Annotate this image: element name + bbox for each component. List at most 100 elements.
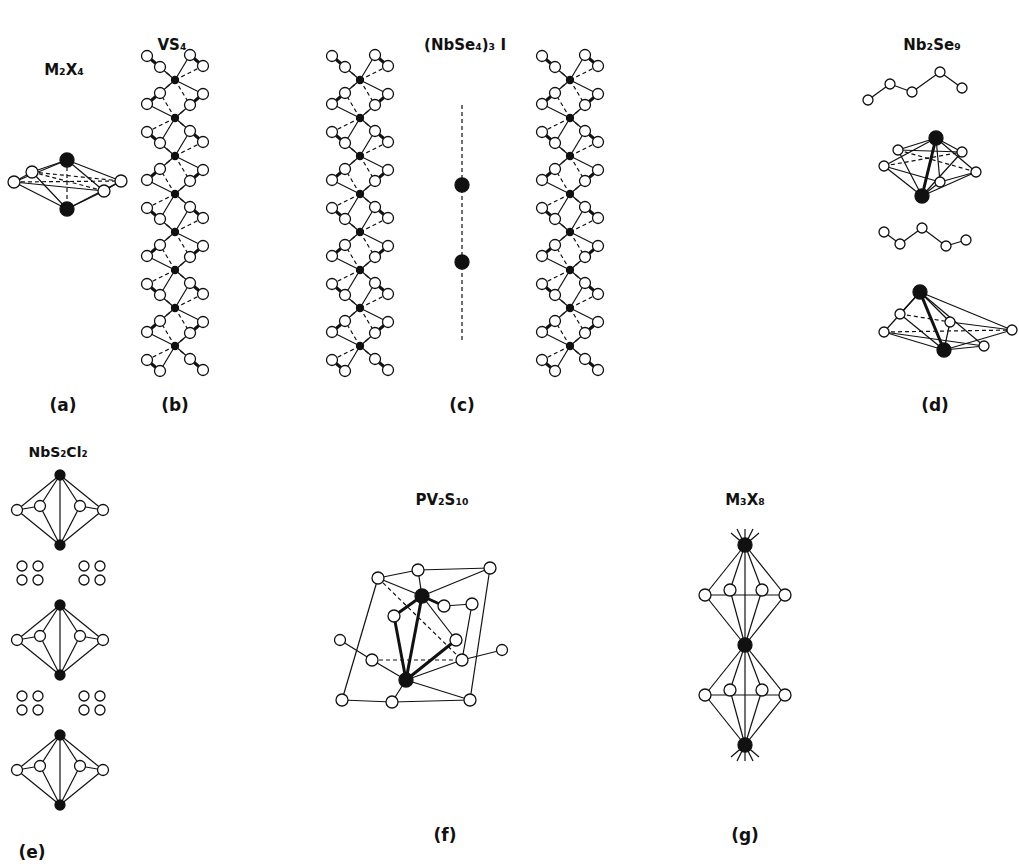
panel-letter: (c): [449, 395, 475, 415]
anion-atom: [198, 317, 209, 328]
bond-line: [59, 605, 60, 675]
anion-atom: [456, 654, 468, 666]
bond-line: [745, 545, 785, 595]
metal-atom: [915, 189, 929, 203]
anion-atom: [340, 290, 351, 301]
anion-atom: [372, 572, 384, 584]
anion-atom: [340, 214, 351, 225]
anion-atom: [198, 365, 209, 376]
anion-atom: [593, 289, 604, 300]
metal-atom: [567, 115, 574, 122]
anion-atom: [484, 562, 496, 574]
anion-atom: [1007, 325, 1017, 335]
anion-atom: [383, 61, 394, 72]
bond-line: [745, 595, 785, 645]
anion-atom: [35, 761, 46, 772]
anion-atom: [550, 214, 561, 225]
metal-atom: [357, 77, 364, 84]
metal-atom: [357, 191, 364, 198]
bond-line: [745, 590, 762, 645]
anion-atom: [370, 100, 381, 111]
anion-atom: [537, 99, 548, 110]
bond-line: [394, 616, 406, 680]
metal-atom: [55, 730, 65, 740]
bond-line: [40, 506, 60, 545]
metal-atom: [55, 470, 65, 480]
bond-line: [60, 636, 80, 675]
anion-atom: [366, 654, 378, 666]
anion-atom: [593, 165, 604, 176]
anion-atom: [33, 691, 43, 701]
bond-line: [406, 680, 470, 700]
metal-atom: [357, 229, 364, 236]
bond-line: [342, 578, 378, 700]
anion-atom: [327, 175, 338, 186]
anion-atom: [8, 176, 20, 188]
anion-atom: [537, 175, 548, 186]
anion-atom: [466, 598, 478, 610]
bond-line: [922, 172, 976, 196]
anion-atom: [593, 241, 604, 252]
anion-atom: [142, 251, 153, 262]
anion-atom: [957, 147, 967, 157]
metal-atom: [567, 153, 574, 160]
bond-line: [40, 636, 60, 675]
bond-line: [378, 578, 462, 660]
anion-atom: [370, 176, 381, 187]
anion-atom: [185, 278, 196, 289]
metal-atom: [415, 589, 429, 603]
anion-atom: [370, 50, 381, 61]
anion-atom: [198, 213, 209, 224]
anion-atom: [386, 696, 398, 708]
anion-atom: [550, 164, 561, 175]
anion-atom: [12, 765, 23, 776]
anion-atom: [340, 88, 351, 99]
anion-atom: [957, 83, 967, 93]
anion-atom: [580, 176, 591, 187]
anion-atom: [550, 366, 561, 377]
anion-atom: [756, 684, 768, 696]
structure-formula: (NbSe₄)₃ I: [424, 36, 506, 54]
anion-atom: [327, 127, 338, 138]
anion-atom: [340, 164, 351, 175]
anion-atom: [464, 694, 476, 706]
anion-atom: [879, 227, 889, 237]
anion-atom: [185, 328, 196, 339]
metal-atom: [55, 540, 65, 550]
anion-atom: [33, 705, 43, 715]
bond-line: [14, 182, 104, 191]
anion-atom: [550, 290, 561, 301]
structure-formula: PV₂S₁₀: [415, 491, 468, 509]
bond-line: [60, 510, 103, 545]
anion-atom: [198, 89, 209, 100]
anion-atom: [550, 88, 561, 99]
bond-line: [418, 568, 490, 570]
metal-atom: [567, 191, 574, 198]
bond-line: [922, 138, 936, 196]
anion-atom: [593, 89, 604, 100]
metal-atom: [172, 191, 179, 198]
anion-atom: [115, 175, 127, 187]
structure-formula: Nb₂Se₉: [903, 36, 960, 54]
anion-atom: [935, 67, 945, 77]
anion-atom: [370, 202, 381, 213]
metal-atom: [357, 305, 364, 312]
anion-atom: [370, 252, 381, 263]
anion-atom: [879, 327, 889, 337]
bond-line: [59, 735, 60, 805]
bond-line: [60, 506, 80, 545]
anion-atom: [580, 100, 591, 111]
anion-atom: [142, 279, 153, 290]
bond-line: [745, 645, 785, 695]
bond-line: [32, 172, 104, 191]
structure-formula: NbS₂Cl₂: [28, 444, 87, 460]
anion-atom: [895, 239, 905, 249]
anion-atom: [370, 354, 381, 365]
anion-atom: [593, 365, 604, 376]
anion-atom: [79, 691, 89, 701]
bond-line: [705, 545, 745, 595]
anion-atom: [537, 251, 548, 262]
anion-atom: [340, 62, 351, 73]
anion-atom: [327, 251, 338, 262]
